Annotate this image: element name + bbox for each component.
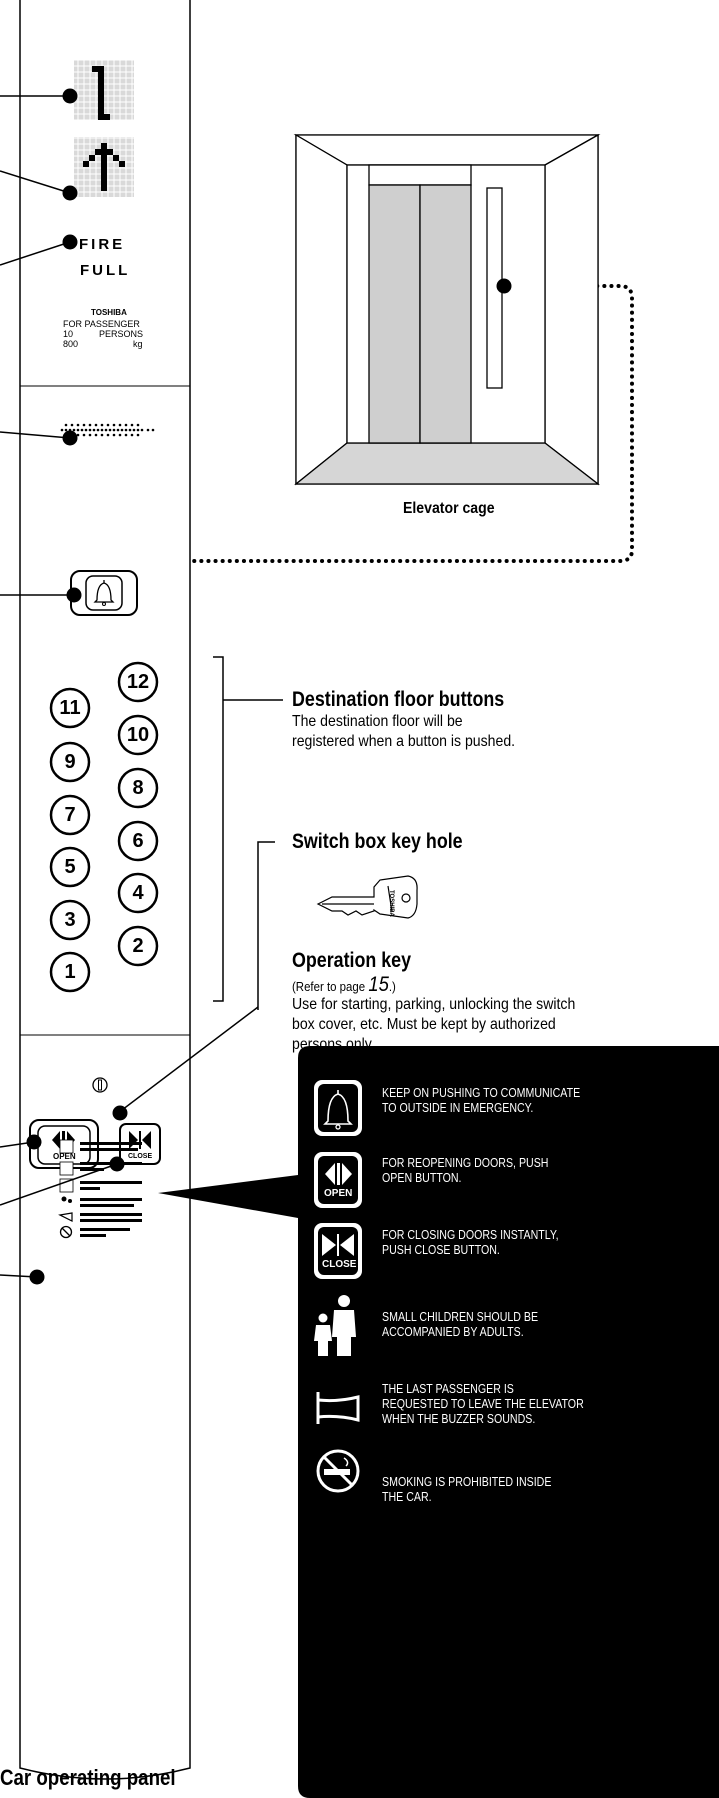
destination-floor-buttons[interactable] [49, 661, 159, 993]
capacity-persons-unit: PERSONS [99, 329, 144, 339]
notice-text-line: FOR CLOSING DOORS INSTANTLY, [382, 1228, 559, 1242]
floor-button-11 [49, 687, 91, 729]
floor-button-label[interactable]: 5 [64, 856, 76, 878]
floor-button-label[interactable]: 8 [132, 777, 144, 799]
notice-close-icon-label: CLOSE [322, 1259, 357, 1270]
notice-close-icon [314, 1223, 362, 1279]
floor-button-7 [49, 794, 91, 836]
dotted-connector [188, 284, 634, 563]
notice-callout-wedge [158, 1175, 298, 1218]
key-ref-suffix: .) [388, 979, 396, 994]
capacity-line1: FOR PASSENGER [63, 319, 140, 329]
operation-key-desc-line2: box cover, etc. Must be kept by authoriz… [292, 1016, 556, 1033]
notice-text-line: WHEN THE BUZZER SOUNDS. [382, 1412, 536, 1426]
notice-open-icon [314, 1152, 362, 1208]
direction-indicator-display [74, 137, 134, 197]
panel-caption: Car operating panel [0, 1765, 176, 1790]
operation-key-ref: (Refer to page 15.) [292, 973, 396, 997]
keyhole-title: Switch box key hole [292, 830, 463, 853]
floor-button-label[interactable]: 2 [132, 935, 144, 957]
floor-button-label[interactable]: 12 [126, 671, 150, 693]
destination-title: Destination floor buttons [292, 688, 505, 711]
notice-no-smoking-icon [316, 1449, 360, 1493]
switch-box-keyhole[interactable] [92, 1077, 108, 1093]
floor-indicator-display [74, 60, 134, 120]
capacity-persons-num: 10 [63, 329, 74, 339]
car-operating-panel [19, 0, 191, 1780]
floor-button-10 [117, 714, 159, 756]
fire-indicator: FIRE [79, 236, 126, 253]
full-indicator: FULL [80, 262, 131, 279]
capacity-weight-num: 800 [63, 339, 79, 349]
floor-button-8 [117, 767, 159, 809]
notice-text-line: FOR REOPENING DOORS, PUSH [382, 1156, 549, 1170]
floor-button-5 [49, 846, 91, 888]
floor-button-label[interactable]: 3 [64, 909, 76, 931]
notice-text-line: THE CAR. [382, 1490, 432, 1504]
key-ref-prefix: (Refer to page [292, 979, 369, 994]
floor-button-9 [49, 741, 91, 783]
emergency-bell-button[interactable] [70, 570, 138, 616]
notice-text-line: SMALL CHILDREN SHOULD BE [382, 1310, 539, 1324]
notice-board [298, 1046, 719, 1798]
callout-leaders [0, 95, 259, 1278]
floor-button-label[interactable]: 7 [64, 804, 76, 826]
floor-button-label[interactable]: 6 [132, 830, 144, 852]
floor-button-4 [117, 872, 159, 914]
destination-bracket [213, 656, 283, 1002]
capacity-weight-unit: kg [133, 339, 143, 349]
panel-notice-plate [58, 1139, 142, 1239]
notice-text-line: TO OUTSIDE IN EMERGENCY. [382, 1101, 534, 1115]
floor-button-label[interactable]: 11 [59, 697, 81, 719]
open-button-label: OPEN [53, 1152, 76, 1161]
notice-text-line: THE LAST PASSENGER IS [382, 1382, 514, 1396]
destination-desc-line2: registered when a button is pushed. [292, 733, 516, 750]
floor-button-label[interactable]: 4 [132, 882, 144, 904]
notice-text-line: REQUESTED TO LEAVE THE ELEVATOR [382, 1397, 584, 1411]
operation-key-desc-line3: persons only. [292, 1036, 375, 1053]
notice-text-line: ACCOMPANIED BY ADULTS. [382, 1325, 524, 1339]
operation-key-title: Operation key [292, 949, 412, 972]
floor-button-12 [117, 661, 159, 703]
elevator-cage [293, 133, 601, 486]
notice-horn-icon [316, 1392, 360, 1424]
floor-button-6 [117, 820, 159, 862]
keyhole-leader [257, 841, 275, 1010]
svg-text:TOSHIBA: TOSHIBA [388, 890, 394, 918]
notice-bell-icon [314, 1080, 362, 1136]
floor-button-label[interactable]: 1 [64, 961, 76, 983]
close-button-label: CLOSE [128, 1153, 153, 1160]
destination-desc-line1: The destination floor will be [292, 713, 463, 730]
notice-text-line: OPEN BUTTON. [382, 1171, 462, 1185]
brand-label: TOSHIBA [91, 308, 127, 317]
notice-text-line: KEEP ON PUSHING TO COMMUNICATE [382, 1086, 581, 1100]
operation-key-icon: TOSHIBA [316, 875, 418, 919]
notice-open-icon-label: OPEN [324, 1188, 353, 1199]
floor-button-2 [117, 925, 159, 967]
callout-dots [26, 88, 128, 1285]
notice-adult-child-icon [314, 1295, 356, 1356]
notice-text-line: SMOKING IS PROHIBITED INSIDE [382, 1475, 552, 1489]
cage-caption: Elevator cage [403, 500, 495, 517]
floor-button-3 [49, 899, 91, 941]
floor-button-label[interactable]: 10 [126, 724, 150, 746]
floor-button-1 [49, 951, 91, 993]
notice-text-line: PUSH CLOSE BUTTON. [382, 1243, 500, 1257]
operation-key-desc-line1: Use for starting, parking, unlocking the… [292, 996, 576, 1013]
floor-button-label[interactable]: 9 [64, 751, 76, 773]
key-ref-page[interactable]: 15 [368, 973, 389, 996]
